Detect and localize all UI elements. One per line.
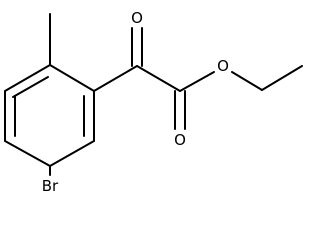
ring-bond-c1-c2 <box>4 64 51 92</box>
ketone-oxygen-label: O <box>131 9 143 27</box>
ring-bond-c1-c6 <box>49 64 95 92</box>
oxygen-to-ethyl-bond <box>231 71 263 91</box>
ring-to-carbonyl-bond <box>93 65 138 92</box>
benzene-ring <box>4 64 95 167</box>
carbonyl-to-carbonyl-bond <box>136 65 181 92</box>
ring-bond-c3-c4 <box>4 140 51 167</box>
chemical-structure-diagram: O O O Br <box>4 9 303 195</box>
ring-inner-bond-top <box>12 76 49 98</box>
ester-carbonyl-oxygen-label: O <box>174 131 186 149</box>
bromine-label: Br <box>42 177 59 195</box>
ethyl-bond <box>261 65 303 91</box>
ester-single-bond <box>179 71 215 92</box>
ester-oxygen-label: O <box>217 57 229 75</box>
ring-bond-c4-c5 <box>49 140 95 167</box>
